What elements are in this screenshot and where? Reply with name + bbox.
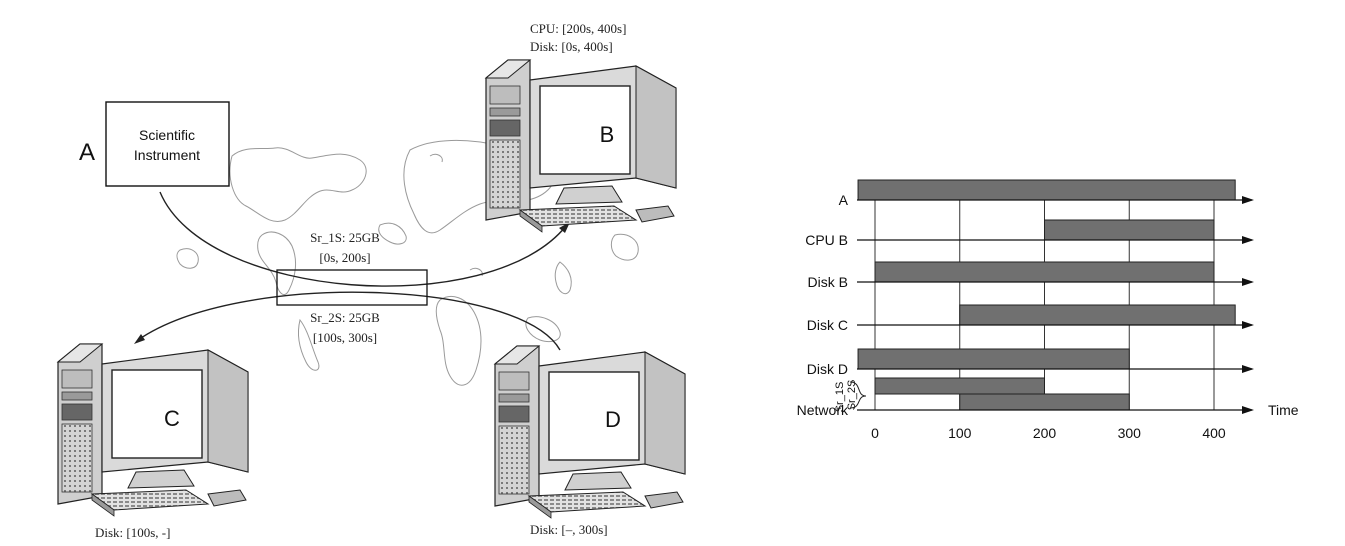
chart-labels: 0 100 200 300 400 A CPU B Disk B Disk C Disk D Sr_… xyxy=(797,192,1299,441)
x-tick-label-400: 400 xyxy=(1202,425,1226,441)
arc-to-c xyxy=(137,291,561,351)
x-tick-label-0: 0 xyxy=(871,425,879,441)
node-a-letter: A xyxy=(79,139,95,166)
row-label-cpu-b: CPU B xyxy=(805,232,848,248)
axis-arrow-a-icon xyxy=(1242,196,1254,204)
computer-d: D xyxy=(494,345,686,519)
row-label-disk-b: Disk B xyxy=(808,274,848,290)
row-label-disk-d: Disk D xyxy=(807,361,848,377)
x-axis-label: Time xyxy=(1268,402,1299,418)
bar-network-2 xyxy=(959,393,1130,411)
row-label-network: Network xyxy=(797,402,849,418)
chart-bars xyxy=(857,179,1236,411)
node-d-disk-window: Disk: [–, 300s] xyxy=(530,522,608,537)
axis-arrow-network-icon xyxy=(1242,406,1254,414)
network-bracket-icon xyxy=(849,381,867,409)
bar-network-1 xyxy=(874,377,1045,395)
axis-arrow-disk-c-icon xyxy=(1242,321,1254,329)
computer-b: B xyxy=(485,59,677,233)
instrument-box xyxy=(105,101,230,187)
transfer-1-label: Sr_1S: 25GB xyxy=(310,230,380,245)
axis-arrow-cpu-b-icon xyxy=(1242,236,1254,244)
row-label-disk-c: Disk C xyxy=(807,317,848,333)
instrument-label-line2: Instrument xyxy=(134,147,200,163)
row-label-a: A xyxy=(839,192,849,208)
transfer-2-window: [100s, 300s] xyxy=(313,330,377,345)
axis-arrow-disk-d-icon xyxy=(1242,365,1254,373)
bar-disk-c xyxy=(959,304,1236,326)
timeline-chart: 0 100 200 300 400 A CPU B Disk B Disk C Disk D Sr_… xyxy=(797,179,1299,441)
axis-arrow-disk-b-icon xyxy=(1242,278,1254,286)
node-c-letter: C xyxy=(164,406,180,431)
node-b-cpu-window: CPU: [200s, 400s] xyxy=(530,21,626,36)
world-map-diagram: A Scientific Instrument Sr_1S: 25GB [0s,… xyxy=(57,21,686,540)
arrowhead-to-c-icon xyxy=(134,334,145,344)
network-link-box xyxy=(276,269,428,306)
transfer-1-window: [0s, 200s] xyxy=(319,250,370,265)
network-sublabel-2: Sr_2S xyxy=(846,380,858,411)
chart-axes xyxy=(857,196,1254,414)
x-tick-label-100: 100 xyxy=(948,425,972,441)
node-b-letter: B xyxy=(600,122,615,147)
instrument-label-line1: Scientific xyxy=(139,127,195,143)
transfer-2-label: Sr_2S: 25GB xyxy=(310,310,380,325)
node-d-letter: D xyxy=(605,407,621,432)
x-tick-label-300: 300 xyxy=(1118,425,1142,441)
network-sublabel-1: Sr_1S xyxy=(834,382,846,413)
transfer-arcs xyxy=(137,191,567,351)
bar-disk-b xyxy=(874,261,1215,283)
node-c-disk-window: Disk: [100s, -] xyxy=(95,525,170,540)
bar-a xyxy=(857,179,1236,201)
computer-c: C xyxy=(57,343,249,517)
x-tick-label-200: 200 xyxy=(1033,425,1057,441)
arc-a-to-b xyxy=(159,191,567,287)
node-b-disk-window: Disk: [0s, 400s] xyxy=(530,39,613,54)
bar-disk-d xyxy=(857,348,1130,370)
bar-cpu-b xyxy=(1044,219,1215,241)
